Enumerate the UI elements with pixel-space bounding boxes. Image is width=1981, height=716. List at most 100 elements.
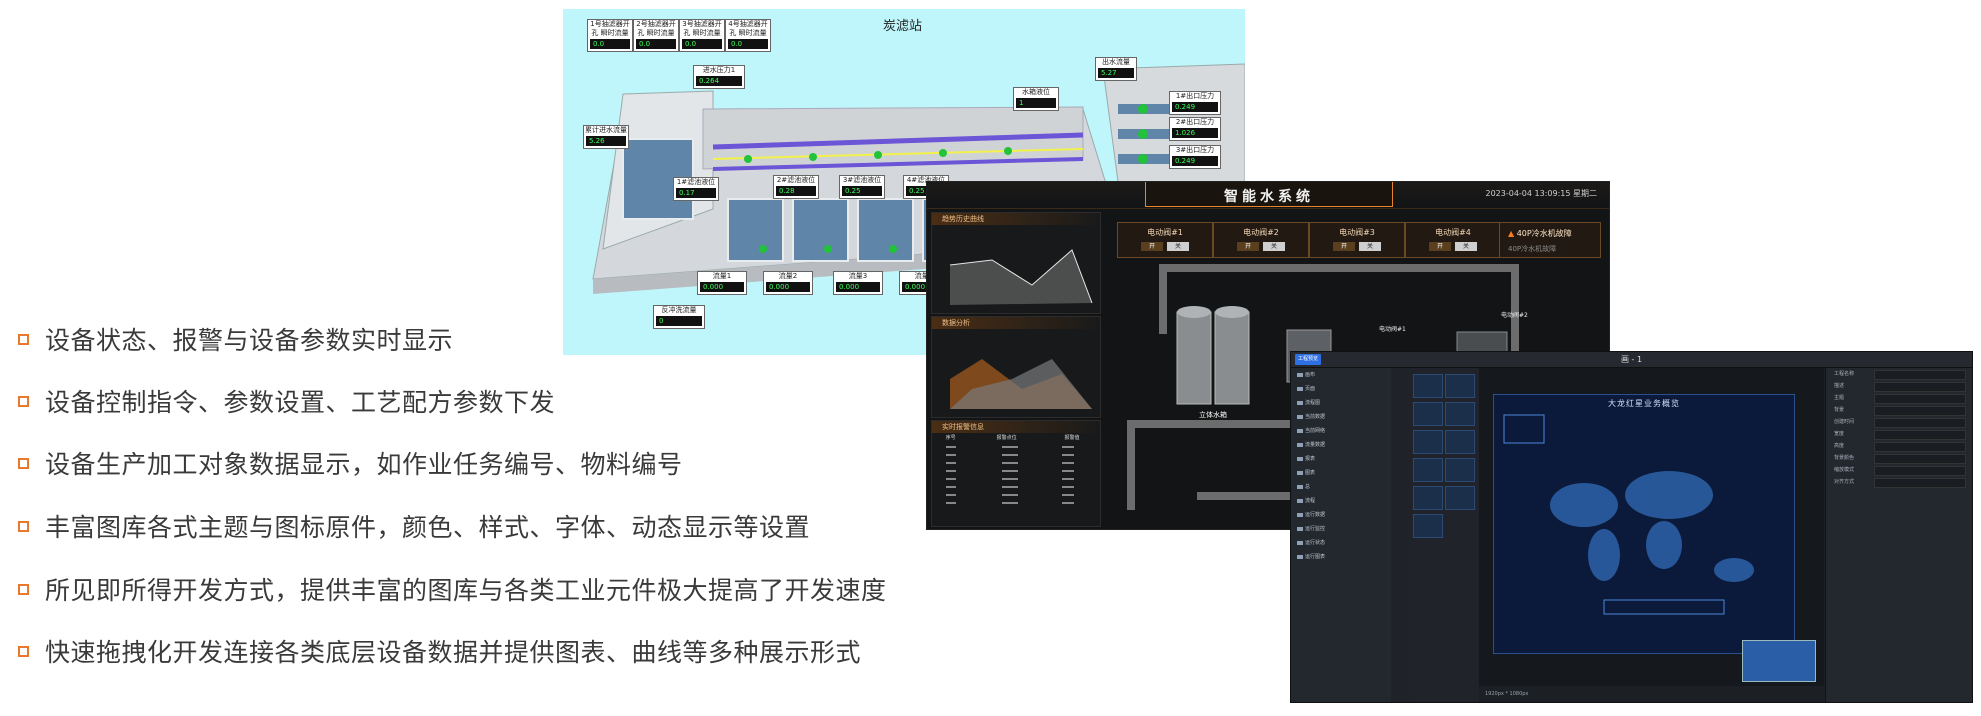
property-row[interactable]: 对齐方式	[1826, 476, 1972, 488]
tag-value: 1.026	[1172, 128, 1218, 138]
valve-off-button[interactable]: 关	[1167, 242, 1189, 251]
valve-card[interactable]: 电动阀#2 开关	[1213, 222, 1309, 258]
tag-value: 5.26	[586, 136, 626, 146]
fault-alarm-card[interactable]: ▲ 40P冷水机故障 40P冷水机故障	[1499, 222, 1601, 258]
valve-off-button[interactable]: 关	[1455, 242, 1477, 251]
tree-item[interactable]: 总	[1291, 480, 1391, 494]
minimap[interactable]	[1742, 640, 1816, 682]
file-name: 画 - 1	[1621, 355, 1643, 364]
property-input[interactable]	[1874, 394, 1966, 404]
component-thumbnail[interactable]	[1413, 374, 1443, 398]
properties-panel: 工程名称 描述 主题 背景 创建时间 宽度 高度 背景颜色 缩放模式 对齐方式	[1825, 368, 1972, 702]
tree-item[interactable]: 页面	[1291, 382, 1391, 396]
status-bar: 1920px * 1080px	[1479, 686, 1824, 702]
tree-item[interactable]: 流程图	[1291, 396, 1391, 410]
property-row[interactable]: 缩放模式	[1826, 464, 1972, 476]
valve-on-button[interactable]: 开	[1333, 242, 1355, 251]
feature-text: 丰富图库各式主题与图标原件，颜色、样式、字体、动态显示等设置	[45, 513, 811, 542]
station-title: 炭滤站	[883, 19, 923, 34]
tag-label: 1#出口压力	[1175, 92, 1215, 100]
equipment-label: 电动阀#1	[1379, 326, 1406, 333]
component-thumbnail[interactable]	[1413, 486, 1443, 510]
tree-item[interactable]: 图表	[1291, 466, 1391, 480]
component-thumbnail[interactable]	[1413, 514, 1443, 538]
tree-item[interactable]: 当前网络	[1291, 424, 1391, 438]
property-label: 工程名称	[1834, 371, 1855, 377]
square-bullet-icon	[18, 333, 29, 345]
artboard[interactable]: 大龙红星业务概览	[1493, 394, 1795, 654]
component-thumbnail[interactable]	[1445, 430, 1475, 454]
preview-button[interactable]: 工程预览	[1295, 354, 1321, 365]
valve-card[interactable]: 电动阀#3 开关	[1309, 222, 1405, 258]
component-category-bar[interactable]	[1391, 368, 1410, 702]
valve-on-button[interactable]: 开	[1141, 242, 1163, 251]
property-row[interactable]: 创建时间	[1826, 416, 1972, 428]
property-input[interactable]	[1874, 454, 1966, 464]
design-canvas[interactable]: 大龙红星业务概览	[1479, 368, 1824, 686]
tree-item[interactable]: 运行数据	[1291, 508, 1391, 522]
feature-text: 设备生产加工对象数据显示，如作业任务编号、物料编号	[45, 450, 683, 479]
tag-label: 4#滤池液位	[906, 176, 946, 184]
valve-card[interactable]: 电动阀#4 开关	[1405, 222, 1501, 258]
tree-item[interactable]: 流程	[1291, 494, 1391, 508]
property-input[interactable]	[1874, 430, 1966, 440]
valve-off-button[interactable]: 关	[1359, 242, 1381, 251]
valve-name: 电动阀#3	[1339, 228, 1375, 237]
property-row[interactable]: 背景颜色	[1826, 452, 1972, 464]
fault-alarm-text: ▲ 40P冷水机故障	[1508, 228, 1600, 239]
property-row[interactable]: 高度	[1826, 440, 1972, 452]
warning-icon: ▲	[1508, 229, 1517, 238]
tree-item[interactable]: 报表	[1291, 452, 1391, 466]
tree-item[interactable]: 运行图表	[1291, 550, 1391, 564]
valve-switch[interactable]: 开关	[1118, 242, 1212, 251]
tag-value: 0.17	[676, 188, 716, 198]
property-input[interactable]	[1874, 478, 1966, 488]
valve-switch[interactable]: 开关	[1406, 242, 1500, 251]
tree-item[interactable]: 流量数据	[1291, 438, 1391, 452]
component-thumbnail[interactable]	[1413, 430, 1443, 454]
feature-item: 设备状态、报警与设备参数实时显示	[18, 322, 453, 356]
square-bullet-icon	[18, 645, 29, 657]
valve-name: 电动阀#1	[1147, 228, 1183, 237]
property-input[interactable]	[1874, 382, 1966, 392]
component-thumbnail[interactable]	[1445, 402, 1475, 426]
property-label: 宽度	[1834, 431, 1845, 437]
tree-item[interactable]: 画布	[1291, 368, 1391, 382]
alarm-panel: 实时报警信息 序号 报警点位 报警值	[931, 420, 1101, 527]
valve-switch[interactable]: 开关	[1214, 242, 1308, 251]
property-input[interactable]	[1874, 370, 1966, 380]
valve-on-button[interactable]: 开	[1429, 242, 1451, 251]
tag-label: 流量4	[914, 272, 934, 280]
component-thumbnail[interactable]	[1413, 458, 1443, 482]
valve-card[interactable]: 电动阀#1 开关	[1117, 222, 1213, 258]
tree-item[interactable]: 当前数据	[1291, 410, 1391, 424]
valve-switch[interactable]: 开关	[1310, 242, 1404, 251]
component-thumbnail[interactable]	[1413, 402, 1443, 426]
property-input[interactable]	[1874, 466, 1966, 476]
tag-value: 0.249	[1172, 156, 1218, 166]
feature-text: 快速拖拽化开发连接各类底层设备数据并提供图表、曲线等多种展示形式	[45, 638, 862, 667]
tree-item[interactable]: 运行状态	[1291, 536, 1391, 550]
valve-on-button[interactable]: 开	[1237, 242, 1259, 251]
property-row[interactable]: 背景	[1826, 404, 1972, 416]
valve-off-button[interactable]: 关	[1263, 242, 1285, 251]
component-thumbnail[interactable]	[1445, 458, 1475, 482]
panel-title: 实时报警信息	[932, 421, 1100, 433]
tree-item[interactable]: 运行监控	[1291, 522, 1391, 536]
tag-value: 1	[1016, 98, 1056, 108]
property-row[interactable]: 工程名称	[1826, 368, 1972, 380]
component-thumbnail[interactable]	[1445, 374, 1475, 398]
property-row[interactable]: 宽度	[1826, 428, 1972, 440]
property-input[interactable]	[1874, 418, 1966, 428]
component-thumbnail[interactable]	[1445, 486, 1475, 510]
property-input[interactable]	[1874, 406, 1966, 416]
property-input[interactable]	[1874, 442, 1966, 452]
tag-value: 0.0	[682, 39, 722, 49]
tag-label: 1号抽滤器开孔 瞬时流量	[590, 20, 630, 37]
property-row[interactable]: 主题	[1826, 392, 1972, 404]
property-row[interactable]: 描述	[1826, 380, 1972, 392]
